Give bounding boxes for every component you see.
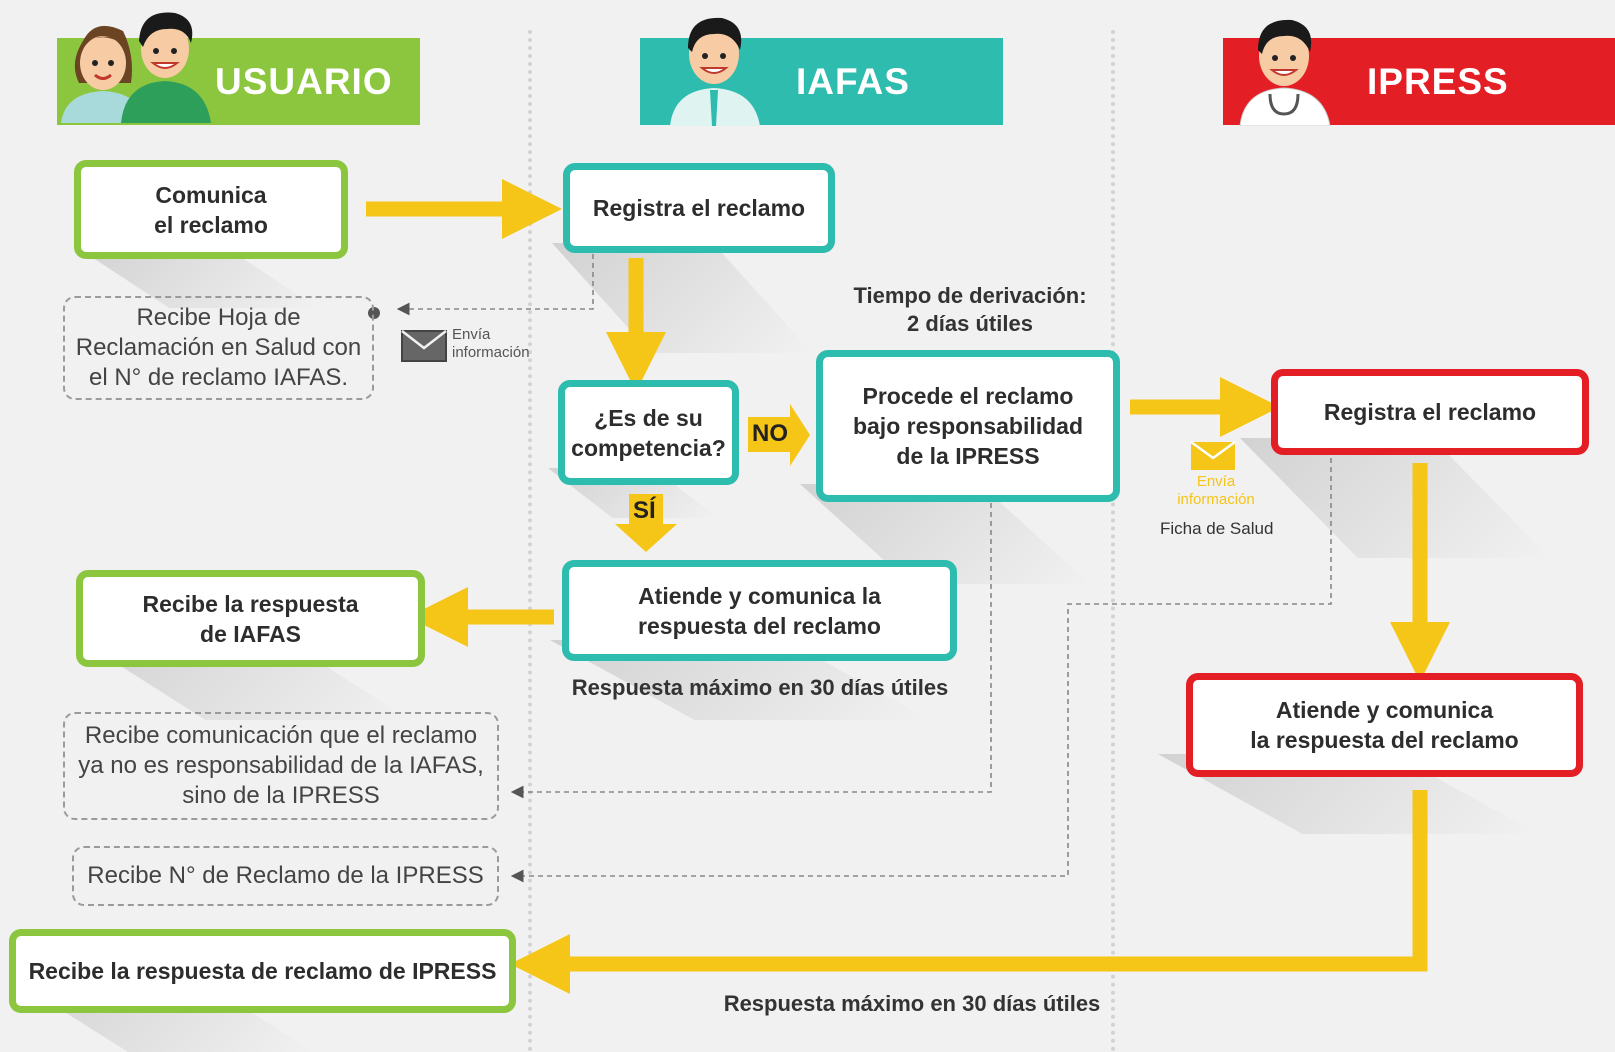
dashed-box-comunicacion: Recibe comunicación que el reclamo ya no… <box>63 712 499 820</box>
dashed-box-numero-reclamo: Recibe N° de Reclamo de la IPRESS <box>72 846 499 906</box>
label-si: SÍ <box>633 497 656 524</box>
envelope-icon <box>401 330 447 362</box>
note-respuesta-ipress: Respuesta máximo en 30 días útiles <box>723 991 1101 1016</box>
box-text: Atiende y comunica la respuesta del recl… <box>638 582 881 639</box>
box-text: Recibe la respuesta de IAFAS <box>142 590 359 647</box>
label-no: NO <box>752 420 788 447</box>
label-ficha-salud: Ficha de Salud <box>1160 519 1274 538</box>
envelope-icon <box>1190 441 1236 470</box>
box-atiende-iafas: Atiende y comunica la respuesta del recl… <box>562 560 957 661</box>
person-woman-icon <box>61 25 145 123</box>
box-text: Recibe la respuesta de reclamo de IPRESS <box>28 958 497 984</box>
lane-title-iafas: IAFAS <box>796 60 910 102</box>
box-recibe-respuesta-ipress: Recibe la respuesta de reclamo de IPRESS <box>9 929 516 1013</box>
box-recibe-respuesta-iafas: Recibe la respuesta de IAFAS <box>76 570 425 667</box>
lane-divider <box>1111 30 1115 1052</box>
dashed-box-text: Recibe N° de Reclamo de la IPRESS <box>87 862 484 889</box>
box-atiende-ipress: Atiende y comunica la respuesta del recl… <box>1186 673 1583 777</box>
box-text: Atiende y comunica la respuesta del recl… <box>1250 697 1519 753</box>
note-tiempo-derivacion: Tiempo de derivación: 2 días útiles <box>853 283 1087 336</box>
box-text: ¿Es de su competencia? <box>571 404 726 461</box>
box-registra-reclamo-ipress: Registra el reclamo <box>1271 369 1589 455</box>
box-text: Registra el reclamo <box>1323 399 1537 425</box>
box-text: Comunica el reclamo <box>154 181 268 238</box>
label-envia-informacion: Envía información <box>1177 473 1255 508</box>
doctor-icon <box>1239 19 1331 126</box>
box-text: Registra el reclamo <box>592 195 806 221</box>
label-envia-informacion: Envía información <box>452 326 530 361</box>
person-officer-icon <box>670 17 760 126</box>
dashed-box-text: Recibe Hoja de Reclamación en Salud con … <box>75 304 362 391</box>
dashed-box-hoja-reclamacion: Recibe Hoja de Reclamación en Salud con … <box>63 296 374 400</box>
lane-divider <box>528 30 532 1052</box>
note-respuesta-iafas: Respuesta máximo en 30 días útiles <box>571 675 949 700</box>
box-registra-reclamo-iafas: Registra el reclamo <box>563 163 835 253</box>
box-competencia-question: ¿Es de su competencia? <box>558 380 739 485</box>
box-text: Procede el reclamo bajo responsabilidad … <box>852 383 1084 469</box>
box-procede-reclamo: Procede el reclamo bajo responsabilidad … <box>816 350 1120 502</box>
dashed-box-text: Recibe comunicación que el reclamo ya no… <box>78 722 484 809</box>
lane-title-ipress: IPRESS <box>1367 60 1509 102</box>
lane-title-usuario: USUARIO <box>215 60 393 102</box>
box-comunica-reclamo: Comunica el reclamo <box>74 160 348 259</box>
person-man-icon <box>121 12 211 123</box>
